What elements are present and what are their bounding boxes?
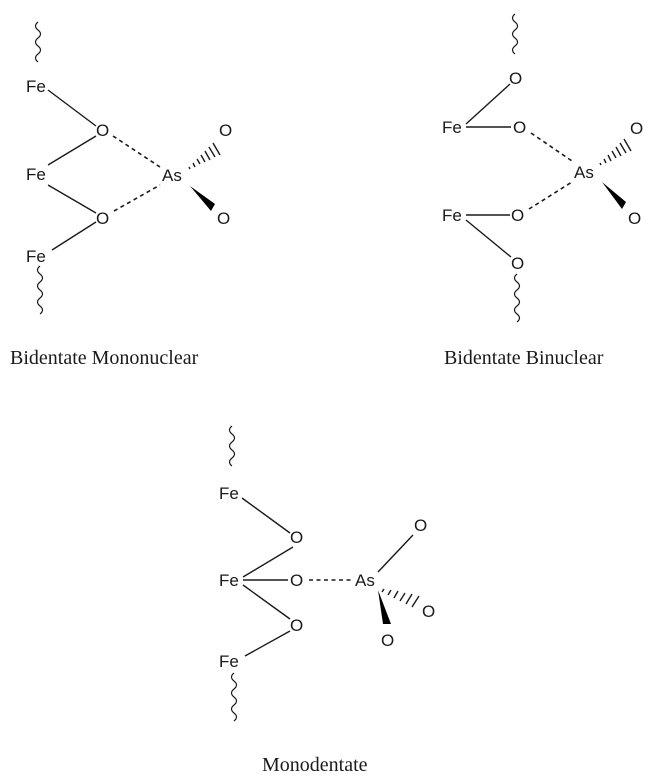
bond-fe-o <box>241 497 291 534</box>
dashed-bond-o-as <box>113 184 161 212</box>
wavy-bond-bottom <box>230 672 238 722</box>
fe-atom-bottom: Fe <box>26 247 46 266</box>
fe-atom-lower: Fe <box>442 206 462 225</box>
fe-atom-top: Fe <box>219 484 239 503</box>
as-atom: As <box>574 163 594 182</box>
wavy-bond-top <box>511 13 519 55</box>
fe-atom-top: Fe <box>26 77 46 96</box>
o-atom-lower: O <box>96 209 109 228</box>
panel-bidentate-binuclear: O Fe O As O O Fe O O <box>442 13 643 323</box>
as-atom: As <box>355 571 375 590</box>
as-atom: As <box>162 166 182 185</box>
wedge-bond-as-o <box>190 186 215 211</box>
o-atom-bridge: O <box>290 571 303 590</box>
o-atom-terminal: O <box>630 119 643 138</box>
o-atom-bottom: O <box>511 254 524 273</box>
o-atom-terminal: O <box>628 209 641 228</box>
o-atom-upper: O <box>513 118 526 137</box>
o-atom-terminal: O <box>219 121 232 140</box>
hashed-bond-as-o <box>599 138 632 166</box>
hashed-bond-as-o <box>188 142 221 170</box>
bond-fe-o <box>47 89 97 127</box>
fe-atom-middle: Fe <box>26 165 46 184</box>
o-atom-lower: O <box>511 206 524 225</box>
caption-monodentate: Monodentate <box>262 754 368 775</box>
wedge-bond-as-o <box>602 182 626 209</box>
bond-o-fe <box>242 546 294 578</box>
bond-as-o <box>377 534 414 573</box>
bond-o-fe <box>244 630 291 657</box>
hashed-bond-as-o <box>381 588 420 608</box>
dashed-bond-o-as <box>528 181 573 210</box>
wavy-bond-bottom <box>36 265 44 315</box>
o-atom-terminal: O <box>381 631 394 650</box>
bond-fe-o <box>47 184 97 214</box>
bond-fe-o <box>242 584 291 620</box>
bond-fe-o <box>465 219 512 258</box>
o-atom-lower: O <box>290 616 303 635</box>
caption-bidentate-mononuclear: Bidentate Mononuclear <box>10 347 199 369</box>
bond-o-fe <box>465 83 511 125</box>
o-atom-top: O <box>509 69 522 88</box>
fe-atom-upper: Fe <box>442 118 462 137</box>
o-atom-upper: O <box>96 121 109 140</box>
wavy-bond-top <box>228 425 236 467</box>
o-atom-terminal: O <box>422 602 435 621</box>
o-atom-terminal: O <box>217 209 230 228</box>
bond-fe-o <box>47 135 97 166</box>
panel-bidentate-mononuclear: Fe O Fe O Fe As O O <box>26 21 232 315</box>
wavy-bond-bottom <box>513 273 521 323</box>
fe-atom-middle: Fe <box>219 571 239 590</box>
o-atom-upper: O <box>290 528 303 547</box>
dashed-bond-o-as <box>530 132 573 162</box>
panel-monodentate: Fe O Fe O As O O O O Fe <box>219 425 435 722</box>
bond-fe-o <box>51 221 97 251</box>
fe-atom-bottom: Fe <box>219 652 239 671</box>
o-atom-terminal: O <box>414 516 427 535</box>
wedge-bond-as-o <box>378 590 391 624</box>
caption-bidentate-binuclear: Bidentate Binuclear <box>444 347 604 369</box>
wavy-bond-top <box>34 21 42 63</box>
dashed-bond-o-as <box>112 135 161 168</box>
